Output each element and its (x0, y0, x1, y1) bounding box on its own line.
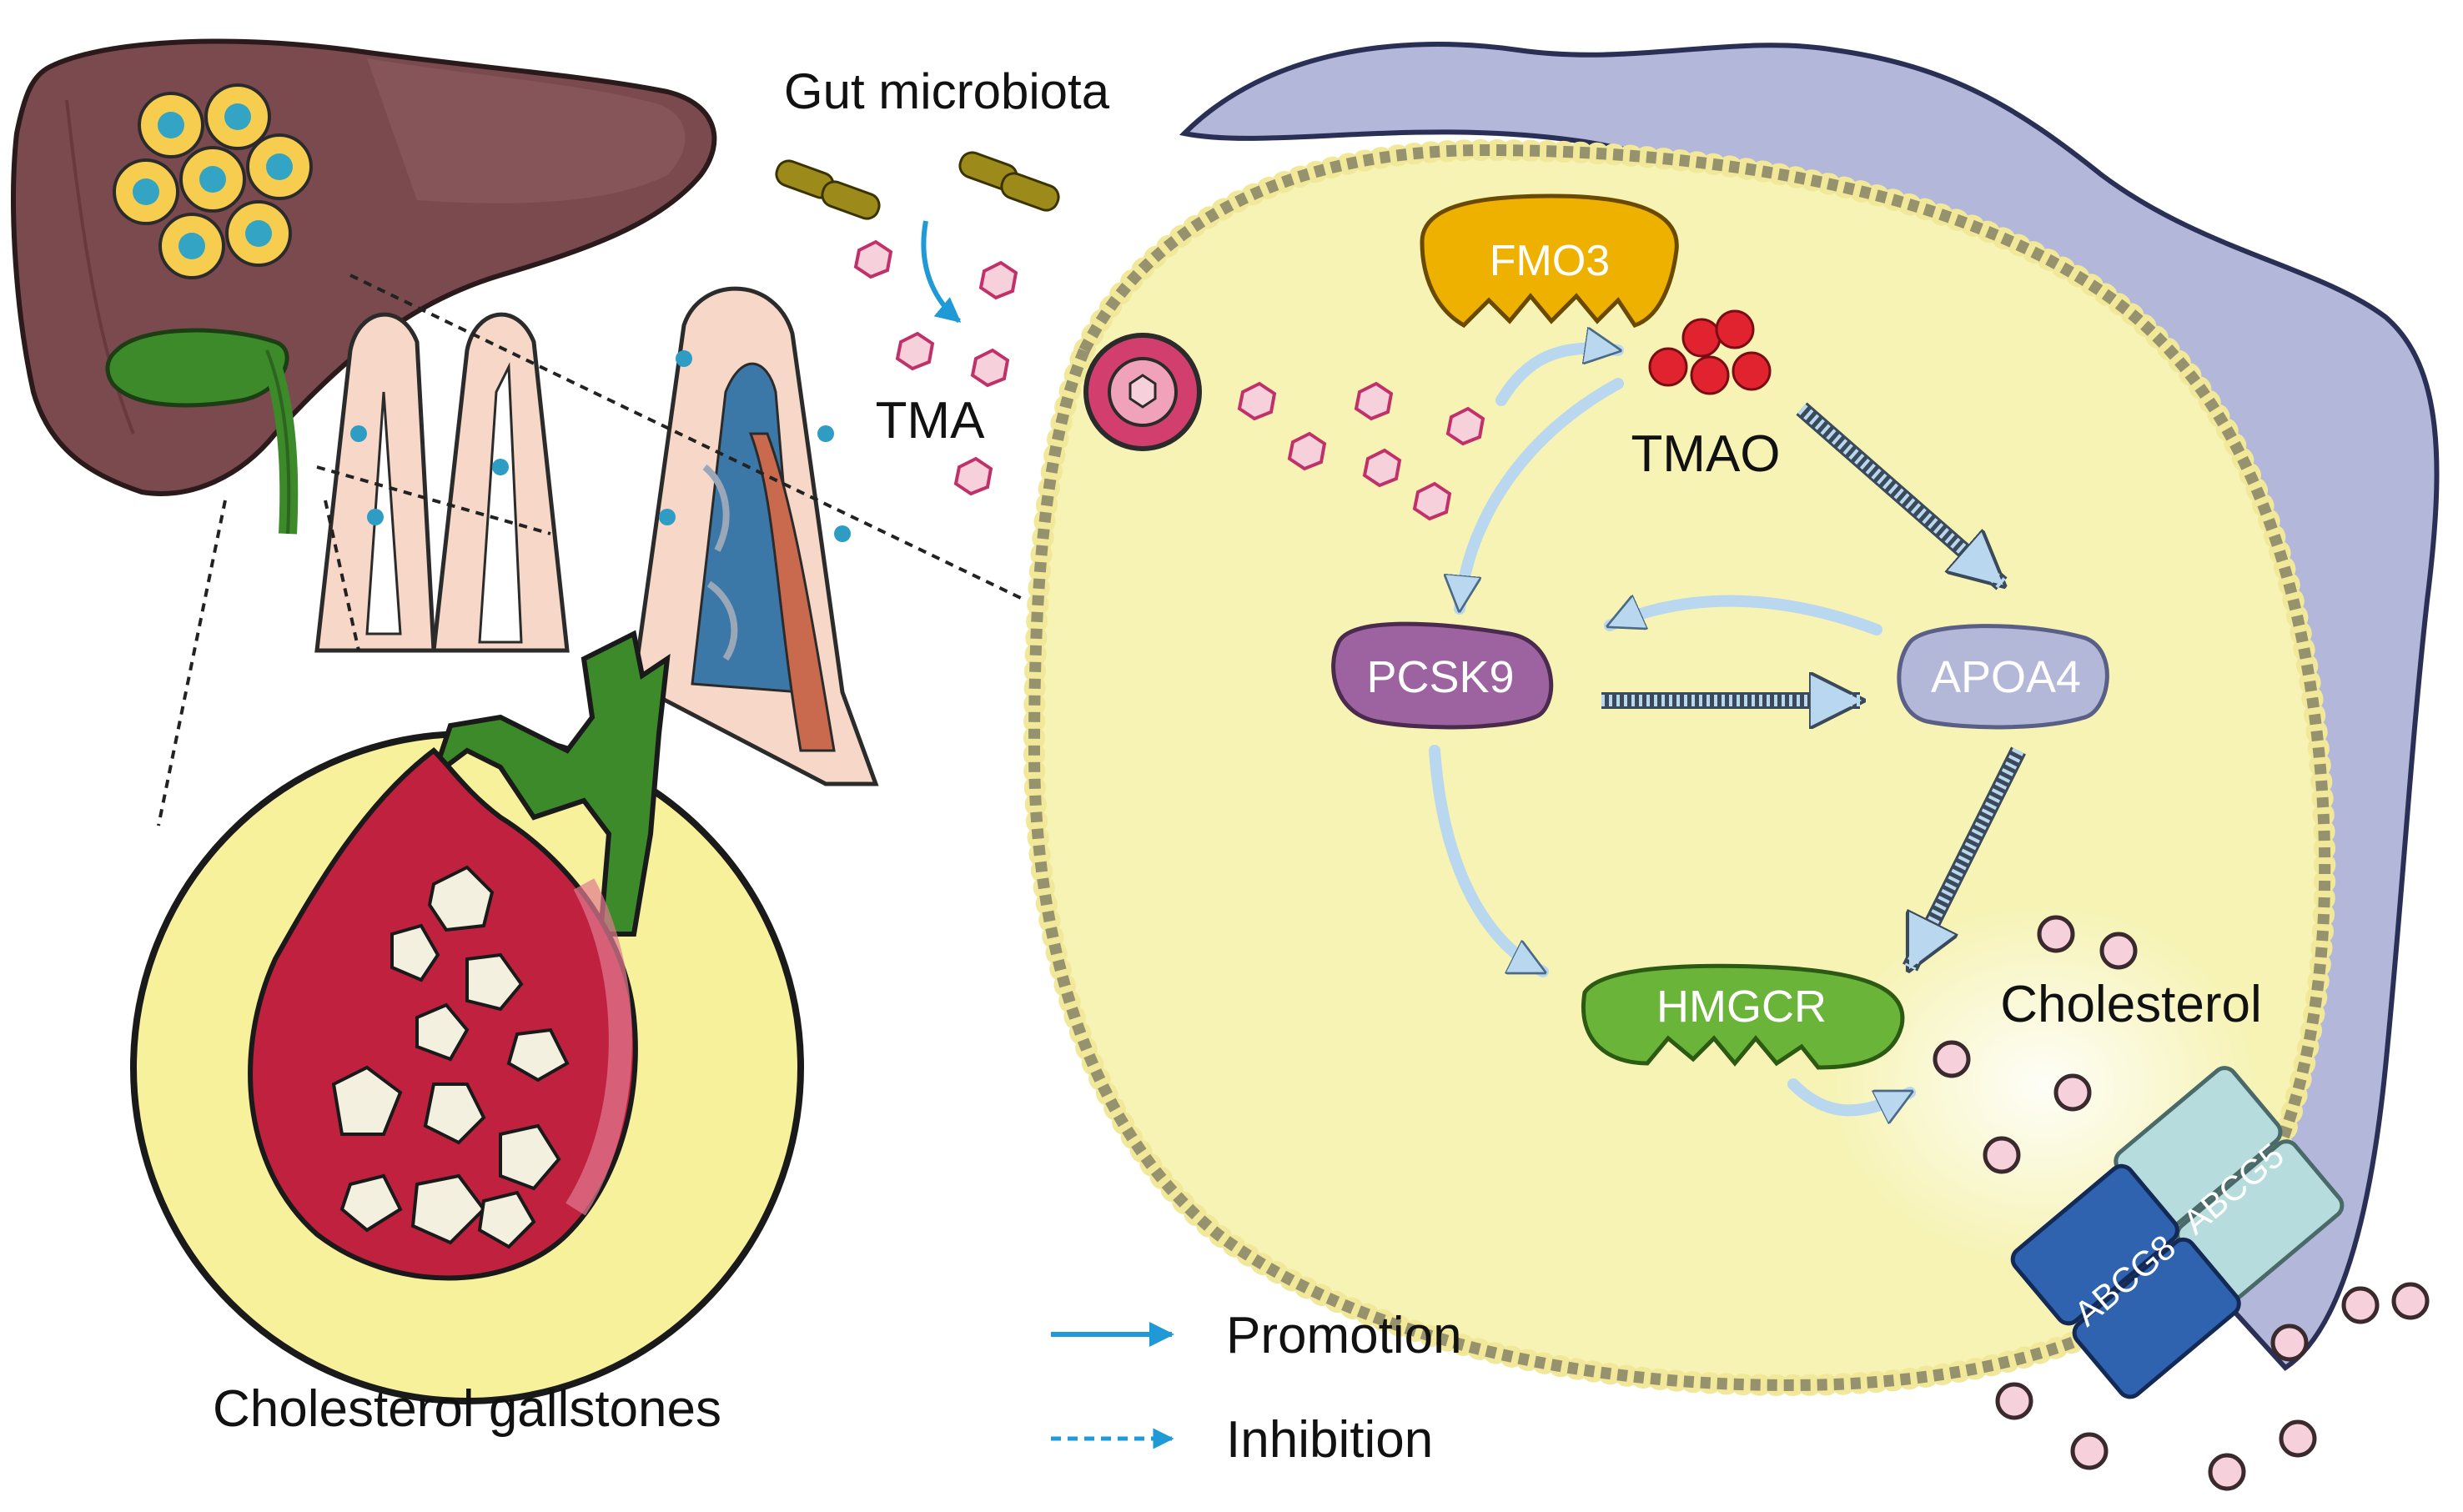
gallstones-caption: Cholesterol gallstones (213, 1380, 721, 1438)
tma-molecules-cell (1237, 381, 1485, 521)
intestinal-villi (314, 286, 879, 786)
hmgcr-enzyme: HMGCR (1581, 963, 1905, 1070)
tmao-molecules (1648, 309, 1772, 395)
pcsk9-label: PCSK9 (1366, 652, 1514, 702)
abcg5-transporter: ABCG5 (2114, 1066, 2345, 1301)
legend-inhibition-label: Inhibition (1226, 1411, 1433, 1469)
hepatocyte-cluster (113, 83, 313, 279)
tma-transporter (1083, 333, 1202, 451)
hmgcr-label: HMGCR (1656, 982, 1827, 1032)
flow-arrows (1429, 349, 1916, 1111)
gallstones (331, 865, 570, 1249)
apoa4-protein: APOA4 (1897, 624, 2109, 730)
legend-promotion-label: Promotion (1226, 1307, 1462, 1364)
tma-label: TMA (876, 392, 986, 450)
abcg8-transporter: ABCG8 (2010, 1163, 2241, 1399)
gallstone-inset: Cholesterol gallstones (130, 630, 804, 1438)
tmao-label: TMAO (1631, 425, 1780, 483)
pcsk9-protein: PCSK9 (1331, 621, 1554, 730)
cholesterol-label: Cholesterol (2000, 976, 2262, 1033)
apoa4-label: APOA4 (1931, 652, 2081, 702)
liver-illustration (11, 38, 717, 535)
tma-molecules-gut (853, 239, 1018, 496)
zoom-lines (157, 274, 1027, 826)
fmo3-enzyme: FMO3 (1420, 193, 1679, 329)
hepatocyte-cell (1023, 138, 2336, 1396)
cholesterol-molecules (1933, 915, 2430, 1491)
legend: Promotion Inhibition (1051, 1307, 1462, 1469)
gut-microbiota: Gut microbiota TMA (775, 63, 1110, 496)
gallbladder-small (105, 328, 289, 408)
inhibition-arrows (1601, 402, 2026, 967)
gut-microbiota-label: Gut microbiota (784, 63, 1110, 119)
fmo3-label: FMO3 (1490, 237, 1610, 285)
